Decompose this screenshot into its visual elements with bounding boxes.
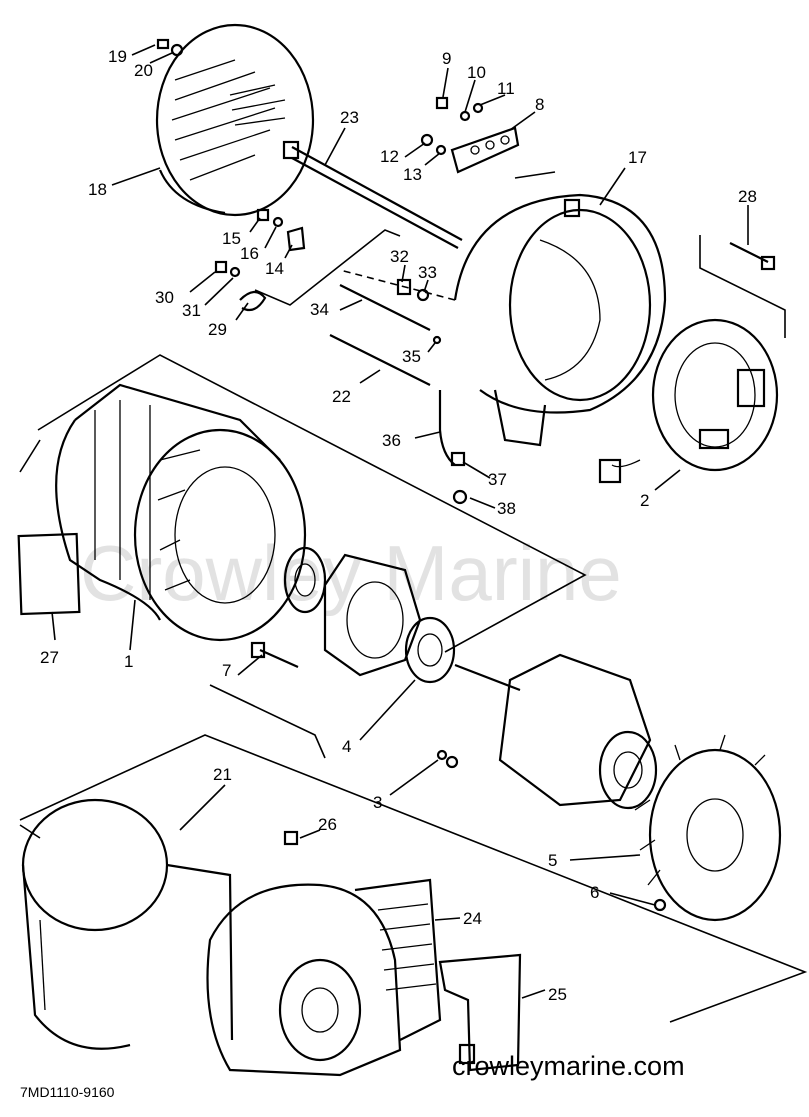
callout-18: 18	[88, 180, 107, 199]
part-bolt-19	[156, 38, 184, 57]
callout-7: 7	[222, 661, 231, 680]
callout-31: 31	[182, 301, 201, 320]
watermark-text: Crowley Marine	[80, 529, 622, 617]
part-bracket	[420, 96, 520, 174]
callout-23: 23	[340, 108, 359, 127]
callout-15: 15	[222, 229, 241, 248]
callout-10: 10	[467, 63, 486, 82]
part-frame-housing	[339, 193, 667, 447]
callout-33: 33	[418, 263, 437, 282]
group-outlines	[19, 171, 808, 1023]
part-slip-ring	[404, 616, 459, 769]
part-through-rod	[282, 140, 463, 249]
part-rotor-field	[323, 553, 422, 677]
callout-20: 20	[134, 61, 153, 80]
callout-32: 32	[390, 247, 409, 266]
callout-6: 6	[590, 883, 599, 902]
drawing-code: 7MD1110-9160	[20, 1084, 115, 1100]
callout-30: 30	[155, 288, 174, 307]
callout-22: 22	[332, 387, 351, 406]
callout-19: 19	[108, 47, 127, 66]
part-end-cover	[155, 23, 315, 217]
callout-5: 5	[548, 851, 557, 870]
callout-28: 28	[738, 187, 757, 206]
part-exciter-coil	[598, 318, 779, 484]
callout-8: 8	[535, 95, 544, 114]
callout-14: 14	[265, 259, 284, 278]
callout-38: 38	[497, 499, 516, 518]
callout-34: 34	[310, 300, 329, 319]
part-bolt-28	[729, 242, 776, 271]
callout-26: 26	[318, 815, 337, 834]
callout-3: 3	[373, 793, 382, 812]
website-text: crowleymarine.com	[452, 1051, 685, 1081]
callout-21: 21	[213, 765, 232, 784]
part-stator	[55, 383, 307, 642]
callout-labels: 19 20 18 23 9 10 11 8 12 13 17 28 15 16 …	[40, 47, 757, 1004]
callout-37: 37	[488, 470, 507, 489]
callout-24: 24	[463, 909, 482, 928]
callout-16: 16	[240, 244, 259, 263]
part-label-plate	[17, 532, 81, 616]
callout-35: 35	[402, 347, 421, 366]
callout-13: 13	[403, 165, 422, 184]
callout-4: 4	[342, 737, 351, 756]
callout-9: 9	[442, 49, 451, 68]
callout-12: 12	[380, 147, 399, 166]
callout-36: 36	[382, 431, 401, 450]
part-side-plate	[438, 953, 522, 1072]
part-band-cover	[21, 798, 234, 1050]
part-fan	[634, 734, 782, 922]
part-small-fasteners	[214, 208, 468, 505]
part-rear-housing	[206, 830, 442, 1077]
part-rotor-assembly	[454, 653, 658, 810]
callout-27: 27	[40, 648, 59, 667]
callout-29: 29	[208, 320, 227, 339]
leader-lines	[51, 44, 749, 999]
callout-11: 11	[497, 79, 515, 98]
callout-2: 2	[640, 491, 649, 510]
callout-17: 17	[628, 148, 647, 167]
part-bearing	[250, 546, 327, 669]
callout-25: 25	[548, 985, 567, 1004]
callout-1: 1	[124, 652, 133, 671]
